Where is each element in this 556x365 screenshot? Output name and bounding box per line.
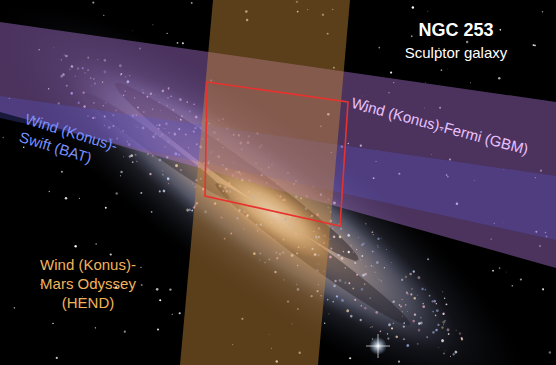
object-name: NGC 253 (398, 19, 514, 42)
mars-odyssey-band (180, 0, 350, 365)
object-subtitle: Sculptor galaxy (393, 44, 519, 63)
intersection-box (205, 82, 348, 226)
band-label: Wind (Konus)- Mars Odyssey (HEND) (28, 256, 148, 312)
